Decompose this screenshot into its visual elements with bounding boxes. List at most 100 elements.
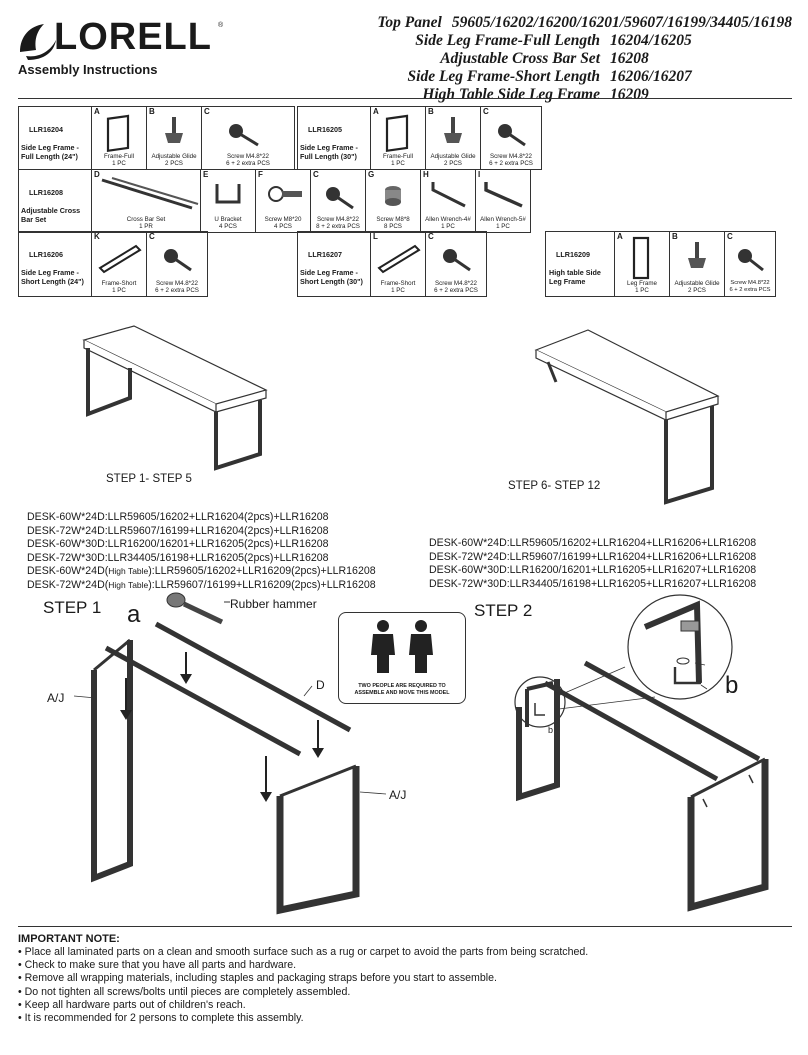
note-item: • Remove all wrapping materials, includi… [18,972,497,985]
screw-icon [498,124,526,147]
parts-table-label: LLR16207 Side Leg Frame -Short Length (3… [297,231,371,297]
registered-mark: ® [218,22,224,29]
overview-left-label: STEP 1- STEP 5 [106,473,192,485]
glide-icon [688,242,706,268]
overview-right-label: STEP 6- STEP 12 [508,480,601,492]
step2-sub-label: b [725,672,739,699]
parts-table-label: LLR16205 Side Leg Frame -Full Length (30… [297,106,371,170]
setscrew-icon [385,186,401,206]
config-line: DESK-60W*24D(High Table):LLR59605/16202+… [27,565,376,578]
allen-wrench-icon [431,182,466,208]
parts-table-llr16208: LLR16208 Adjustable Cross Bar Set D Cros… [18,169,531,233]
parts-table-label: LLR16206 Side Leg Frame -Short Length (2… [18,231,92,297]
parts-table-llr16209: LLR16209 High table Side Leg Frame A Leg… [545,231,776,297]
frame-icon [385,114,409,153]
desk-full-frame-illustration [82,325,268,471]
parts-table-llr16206: LLR16206 Side Leg Frame -Short Length (2… [18,231,208,297]
config-line: DESK-72W*24D:LLR59607/16199+LLR16204(2pc… [27,524,329,537]
note-item: • Do not tighten all screws/bolts until … [18,985,351,998]
parts-table-label: LLR16208 Adjustable Cross Bar Set [18,169,92,233]
config-line: DESK-60W*24D:LLR59605/16202+LLR16204+LLR… [429,537,757,549]
screw-icon [229,124,259,147]
two-people-icon [371,620,433,673]
note-item: • It is recommended for 2 persons to com… [18,1012,304,1025]
config-line: DESK-60W*30D:LLR16200/16201+LLR16205+LLR… [429,564,757,577]
parts-table-label: LLR16204 Side Leg Frame -Full Length (24… [18,106,92,170]
short-frame-icon [377,244,421,274]
note-item: • Keep all hardware parts out of childre… [18,998,246,1011]
logo-mark-icon [20,24,56,60]
note-item: • Place all laminated parts on a clean a… [18,946,589,958]
screw-icon [738,249,764,272]
config-line: DESK-60W*24D:LLR59605/16202+LLR16204(2pc… [27,511,329,523]
header-divider [18,98,792,99]
step2-illustration [514,594,769,912]
screw-icon [326,187,354,210]
desk-short-frame-illustration [534,329,720,505]
part-d-label: D [316,678,325,692]
frame-icon [106,114,130,153]
config-line: DESK-72W*24D:LLR59607/16199+LLR16204+LLR… [429,550,757,563]
step1-title: STEP 1 [43,598,102,617]
part-cell: H Allen Wrench-4#1 PC [420,169,476,233]
parts-table-label: LLR16209 High table Side Leg Frame [545,231,615,297]
bolt-icon [268,186,302,202]
config-line: DESK-72W*30D:LLR34405/16198+LLR16205(2pc… [27,551,329,564]
aj-label-right: A/J [389,788,407,802]
important-note-title: IMPORTANT NOTE: [18,933,120,945]
part-cell: I Allen Wrench-5#1 PC [475,169,531,233]
screw-icon [443,249,471,272]
note-item: • Check to make sure that you have all p… [18,959,297,972]
crossbar-icon [101,177,199,210]
config-list-left: DESK-60W*24D:LLR59605/16202+LLR16204(2pc… [27,511,376,593]
bracket-icon [215,184,241,204]
config-list-right: DESK-60W*24D:LLR59605/16202+LLR16204+LLR… [429,537,756,591]
tall-frame-icon [632,236,650,280]
document-subtitle: Assembly Instructions [18,62,158,77]
glide-icon [444,117,462,143]
glide-icon [165,117,183,143]
config-line: DESK-60W*30D:LLR16200/16201+LLR16205(2pc… [27,538,329,551]
step2-title: STEP 2 [474,601,533,620]
important-note-list: • Place all laminated parts on a clean a… [18,946,588,1025]
parts-table-llr16204: LLR16204 Side Leg Frame -Full Length (24… [18,106,295,170]
detail-b-label: b [548,725,554,735]
parts-table-llr16207: LLR16207 Side Leg Frame -Short Length (3… [297,231,487,297]
config-line: DESK-72W*30D:LLR34405/16198+LLR16205+LLR… [429,577,757,590]
step1-illustration [73,592,387,915]
allen-wrench-icon [484,182,523,208]
config-line: DESK-72W*24D(High Table):LLR59607/16199+… [27,578,376,591]
screw-icon [164,249,192,272]
aj-label-left: A/J [47,691,65,705]
two-people-warning: TWO PEOPLE ARE REQUIRED TO ASSEMBLE AND … [338,612,466,704]
brand-logo: LORELL ® [18,16,228,62]
parts-table-llr16205: LLR16205 Side Leg Frame -Full Length (30… [297,106,542,170]
brand-name: LORELL [54,16,212,58]
short-frame-icon [98,244,142,274]
rubber-hammer-label: Rubber hammer [230,597,317,611]
step1-sub-label: a [127,601,141,628]
